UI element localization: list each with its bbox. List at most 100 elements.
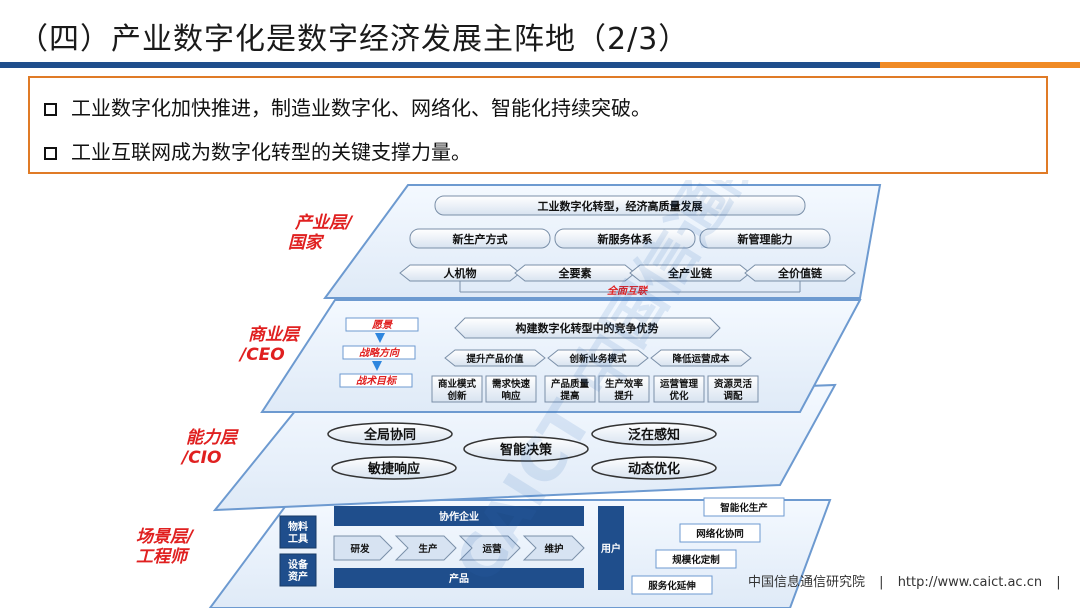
- scenario-right-text: 网络化协同: [696, 528, 744, 540]
- square-bullet-icon: [44, 103, 57, 116]
- industry-row1-text: 新管理能力: [738, 232, 793, 246]
- page-title: （四）产业数字化是数字经济发展主阵地（2/3）: [18, 22, 690, 57]
- business-bottom-text: 创新: [446, 390, 467, 402]
- capability-text: 动态优化: [628, 461, 680, 477]
- capability-ellipse: [331, 456, 457, 480]
- down-arrow-icon: [372, 361, 382, 371]
- scenario-left-text: 物料: [288, 520, 308, 533]
- footer: 中国信息通信研究院 | http://www.caict.ac.cn |: [748, 571, 1061, 590]
- industry-row2-text: 人机物: [444, 266, 477, 280]
- scenario-right-list: 智能化生产 网络化协同 规模化定制 服务化延伸: [631, 497, 785, 595]
- capability-text: 敏捷响应: [367, 461, 420, 477]
- business-mid-hex: [650, 349, 752, 367]
- scenario-right-text: 服务化延伸: [648, 580, 696, 592]
- business-mid-text: 降低运营成本: [672, 353, 730, 365]
- business-mid-hex: [444, 349, 546, 367]
- footer-url: http://www.caict.ac.cn: [897, 575, 1043, 590]
- business-bottom-box: [598, 375, 650, 403]
- business-bottom-text: 商业模式: [438, 378, 477, 390]
- scenario-bottom-bar-text: 产品: [449, 572, 469, 585]
- business-bottom-box: [544, 375, 596, 403]
- process-text: 研发: [350, 543, 370, 555]
- footer-separator: |: [1056, 575, 1061, 590]
- business-bottom-text: 运营管理: [660, 378, 699, 390]
- business-top-hex: [454, 317, 721, 339]
- business-layer-sublabel: /CEO: [238, 345, 285, 365]
- process-text: 运营: [482, 543, 502, 555]
- business-bottom-box: [485, 375, 537, 403]
- capability-text: 智能决策: [500, 442, 553, 458]
- scenario-right-text: 智能化生产: [720, 502, 768, 514]
- business-bottom-box: [653, 375, 705, 403]
- scenario-right-text: 规模化定制: [672, 554, 720, 566]
- square-bullet-icon: [44, 147, 57, 160]
- industry-row1-pill: [699, 228, 831, 249]
- footer-org: 中国信息通信研究院: [748, 575, 866, 590]
- scenario-left-box: [279, 515, 317, 549]
- business-left-box: [342, 345, 416, 360]
- scenario-layer-sublabel: 工程师: [136, 547, 190, 567]
- industry-row2-hex: [744, 264, 856, 282]
- industry-row2-text: 全价值链: [777, 266, 823, 280]
- underline-orange: [880, 62, 1080, 68]
- process-arrow: [458, 535, 521, 561]
- business-bottom-boxes: 商业模式 创新 需求快速 响应 产品质量 提高 生产效率 提升 运营管理 优化 …: [431, 375, 759, 403]
- footer-separator: |: [879, 575, 884, 590]
- capability-ellipse: [463, 436, 589, 462]
- capability-layer-label: 能力层: [186, 428, 239, 448]
- business-bottom-text: 提升: [614, 390, 634, 402]
- capability-ellipse: [591, 456, 717, 480]
- business-bottom-text: 产品质量: [551, 378, 590, 390]
- scenario-left-text: 设备: [288, 558, 309, 571]
- industry-row2-text: 全产业链: [667, 266, 713, 280]
- industry-row1-text: 新服务体系: [598, 232, 653, 246]
- capability-ellipse: [327, 422, 453, 446]
- business-bottom-text: 提高: [560, 390, 580, 402]
- title-underline: [0, 62, 1080, 68]
- layer-architecture-diagram: 产业层/ 国家 商业层 /CEO 能力层 /CIO 场景层/ 工程师 工业数字化…: [136, 180, 882, 608]
- industry-row1-text: 新生产方式: [453, 232, 508, 246]
- scenario-left-text: 工具: [288, 533, 308, 545]
- business-left-text: 愿景: [371, 319, 393, 331]
- scenario-left-text: 资产: [288, 570, 308, 583]
- process-arrow: [333, 535, 393, 561]
- business-bottom-text: 需求快速: [492, 378, 531, 390]
- down-arrow-icon: [375, 333, 385, 343]
- bullet-text: 工业互联网成为数字化转型的关键支撑力量。: [71, 140, 471, 164]
- business-bottom-text: 生产效率: [605, 378, 644, 390]
- bullet-item: 工业互联网成为数字化转型的关键支撑力量。: [44, 136, 471, 165]
- industry-base-text: 全面互联: [607, 285, 649, 297]
- industry-layer-sublabel: 国家: [288, 233, 325, 253]
- business-bottom-box: [431, 375, 483, 403]
- bullet-box: 工业数字化加快推进，制造业数字化、网络化、智能化持续突破。 工业互联网成为数字化…: [28, 76, 1048, 174]
- capability-layer-sublabel: /CIO: [180, 448, 221, 468]
- process-arrow: [394, 535, 457, 561]
- scenario-left-box: [279, 553, 317, 587]
- business-left-text: 战略方向: [359, 347, 400, 359]
- industry-row1-pill: [554, 228, 696, 249]
- business-bottom-text: 响应: [501, 390, 521, 402]
- business-left-text: 战术目标: [356, 375, 398, 387]
- industry-layer-label: 产业层/: [294, 213, 354, 233]
- bullet-item: 工业数字化加快推进，制造业数字化、网络化、智能化持续突破。: [44, 92, 651, 121]
- scenario-right-box: [631, 575, 713, 595]
- industry-top-text: 工业数字化转型，经济高质量发展: [538, 199, 704, 213]
- industry-row2-text: 全要素: [558, 266, 592, 280]
- scenario-top-bar-text: 协作企业: [439, 510, 479, 523]
- capability-text: 泛在感知: [628, 427, 680, 443]
- business-layer-label: 商业层: [248, 325, 301, 345]
- business-mid-hex: [547, 349, 649, 367]
- scenario-user-text: 用户: [600, 542, 621, 555]
- capability-ellipse: [591, 422, 717, 446]
- underline-blue: [0, 62, 880, 68]
- process-text: 维护: [544, 543, 563, 555]
- process-arrow: [522, 535, 585, 561]
- bullet-text: 工业数字化加快推进，制造业数字化、网络化、智能化持续突破。: [71, 96, 651, 120]
- scenario-bottom-bar: [334, 568, 584, 588]
- business-bottom-text: 优化: [669, 390, 689, 402]
- scenario-process-chain: 研发 生产 运营 维护: [333, 535, 585, 561]
- business-mid-text: 创新业务模式: [568, 353, 627, 365]
- scenario-user-box: [598, 506, 624, 590]
- business-left-box: [345, 317, 419, 332]
- scenario-layer-label: 场景层/: [136, 527, 195, 547]
